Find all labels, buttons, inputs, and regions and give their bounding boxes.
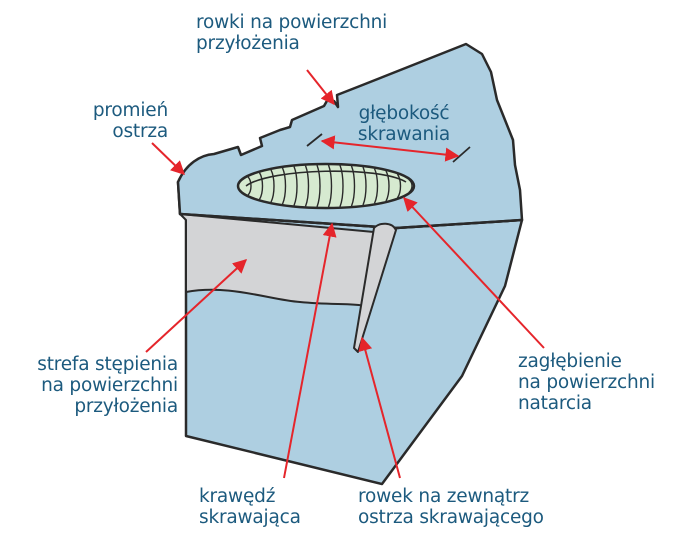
label-outer-groove: rowek na zewnątrz ostrza skrawającego [358,486,544,528]
arrow-nose-radius [152,143,184,174]
label-nose-radius: promień ostrza [40,100,168,142]
rake-recess [238,164,414,208]
label-top-grooves: rowki na powierzchni przyłożenia [196,12,387,54]
arrow-top-grooves [307,70,334,104]
label-cutting-edge: krawędź skrawająca [199,486,301,528]
label-depth-of-cut: głębokość skrawania [344,103,464,145]
label-wear-zone: strefa stępienia na powierzchni przyłoże… [0,354,178,417]
label-rake-recess: zagłębienie na powierzchni natarcia [518,351,655,414]
